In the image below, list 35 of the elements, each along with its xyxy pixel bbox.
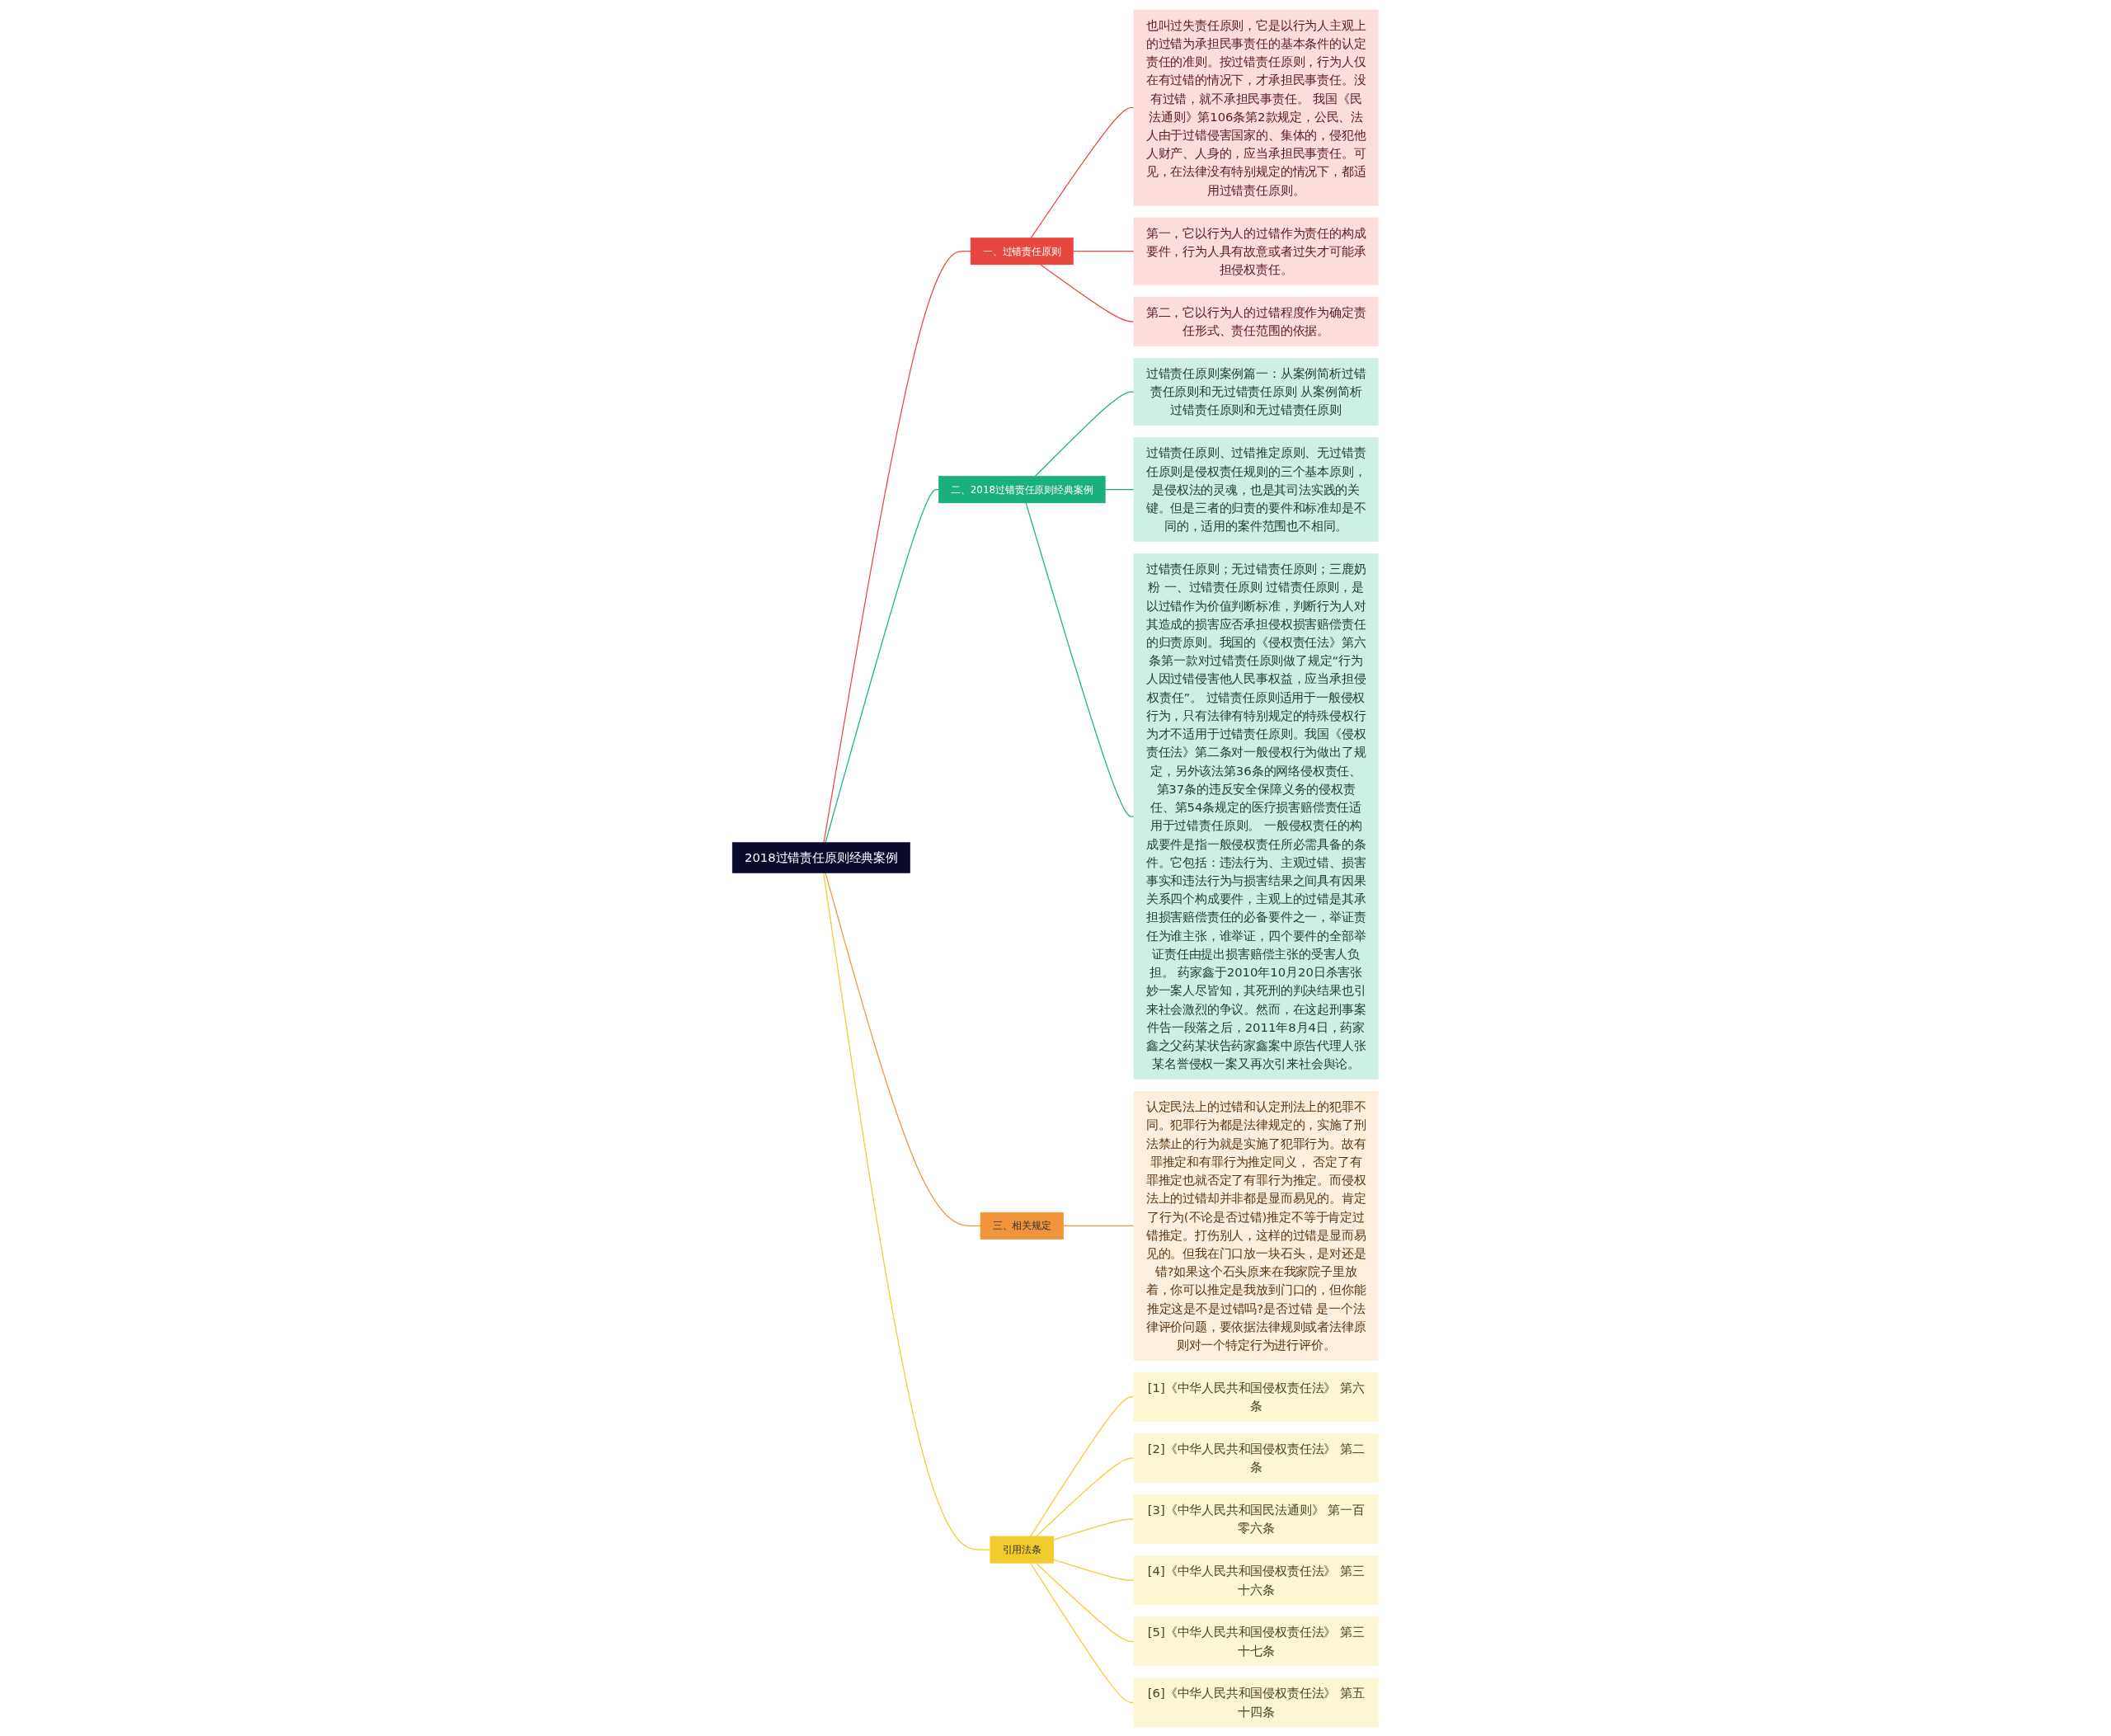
node-box: 一、过错责任原则 — [971, 237, 1074, 265]
node-box: 过错责任原则案例篇一：从案例简析过错责任原则和无过错责任原则 从案例简析过错责任原则和无过错责任原则 — [1133, 357, 1379, 426]
connector — [1105, 488, 1135, 490]
connector — [825, 872, 981, 1226]
node-box: [2]《中华人民共和国侵权责任法》 第二条 — [1133, 1433, 1379, 1483]
connector — [1053, 1518, 1135, 1541]
connector — [1036, 1456, 1135, 1536]
node-box: 三、相关规定 — [980, 1211, 1065, 1240]
node-box: 过错责任原则、过错推定原则、无过错责任原则是侵权责任规则的三个基本原则，是侵权法的灵魂，也是其司法实践的关键。但是三者的归责的要件和标准却是不同的，适用的案件范围也不相同。 — [1133, 436, 1379, 542]
node-box: [5]《中华人民共和国侵权责任法》 第三十七条 — [1133, 1616, 1379, 1666]
connector — [823, 250, 971, 843]
node-box: 引用法条 — [990, 1536, 1055, 1564]
node-box: [3]《中华人民共和国民法通则》 第一百零六条 — [1133, 1494, 1379, 1544]
connector — [1031, 106, 1135, 238]
node-box: 二、2018过错责任原则经典案例 — [938, 475, 1106, 503]
node-box: 第一，它以行为人的过错作为责任的构成要件，行为人具有故意或者过失才可能承担侵权责任。 — [1133, 217, 1379, 285]
node-box: [1]《中华人民共和国侵权责任法》 第六条 — [1133, 1371, 1379, 1422]
connector — [1035, 390, 1135, 477]
node-box: 认定民法上的过错和认定刑法上的犯罪不同。犯罪行为都是法律规定的，实施了刑法禁止的行为就是实施了犯罪行为。故有罪推定和有罪行为推定同义， 否定了有罪推定也就否定了有罪行为推定。而侵权法上的过错却并非都是显而易见的。肯定了行为(不论是否过错)推定不等于肯定过错推定。打伤别人，这样的过错是显而易见的。但我在门口放一块石头，是对还是错?如果这个石头原来在我家院子里放着，你可以推定是我放到门口的，但你能推定这是不是过错吗?是否过错 是一个法律评价问题，要依据法律规则或者法律原则对一个特定行为进行评价。 — [1133, 1090, 1379, 1361]
node-box: 2018过错责任原则经典案例 — [732, 841, 911, 873]
connector — [1073, 250, 1135, 252]
connector — [1025, 501, 1135, 817]
connector — [1053, 1559, 1135, 1581]
connector — [1030, 1562, 1135, 1703]
connector — [1063, 1225, 1135, 1226]
connector — [1036, 1562, 1135, 1642]
node-box: 第二，它以行为人的过错程度作为确定责任形式、责任范围的依据。 — [1133, 296, 1379, 346]
node-box: 也叫过失责任原则，它是以行为人主观上的过错为承担民事责任的基本条件的认定责任的准则。按过错责任原则，行为人仅在有过错的情况下，才承担民事责任。没有过错，就不承担民事责任。 我国《民法通则》第106条第2款规定，公民、法人由于过错侵害国家的、集体的，侵犯他人财产、人身的，应当承担民事责任。可见，在法律没有特别规定的情况下，都适用过错责任原则。 — [1133, 9, 1379, 205]
node-box: [4]《中华人民共和国侵权责任法》 第三十六条 — [1133, 1555, 1379, 1605]
connector — [823, 872, 991, 1550]
node-box: [6]《中华人民共和国侵权责任法》 第五十四条 — [1133, 1677, 1379, 1727]
connector — [1040, 263, 1135, 322]
connector — [1030, 1395, 1135, 1536]
connector — [825, 488, 940, 843]
node-box: 过错责任原则；无过错责任原则；三鹿奶粉 一、过错责任原则 过错责任原则，是以过错作为价值判断标准，判断行为人对其造成的损害应否承担侵权损害赔偿责任的归责原则。我国的《侵权责任法》第六条第一款对过错责任原则做了规定“行为人因过错侵害他人民事权益，应当承担侵权责任”。 过错责任原则适用于一般侵权行为，只有法律有特别规定的特殊侵权行为才不适用于过错责任原则。我国《侵权责任法》第二条对一般侵权行为做出了规定，另外该法第36条的网络侵权责任、第37条的违反安全保障义务的侵权责任、第54条规定的医疗损害赔偿责任适用于过错责任原则。 一般侵权责任的构成要件是指一般侵权责任所必需具备的条件。它包括：违法行为、主观过错、损害事实和违法行为与损害结果之间具有因果关系四个构成要件，主观上的过错是其承担损害赔偿责任的必备要件之一，举证责任为谁主张，谁举证，四个要件的全部举证责任由提出损害赔偿主张的受害人负担。 药家鑫于2010年10月20日杀害张妙一案人尽皆知，其死刑的判决结果也引来社会激烈的争议。然而，在这起刑事案件告一段落之后，2011年8月4日，药家鑫之父药某状告药家鑫案中原告代理人张某名誉侵权一案又再次引来社会舆论。 — [1133, 553, 1379, 1080]
